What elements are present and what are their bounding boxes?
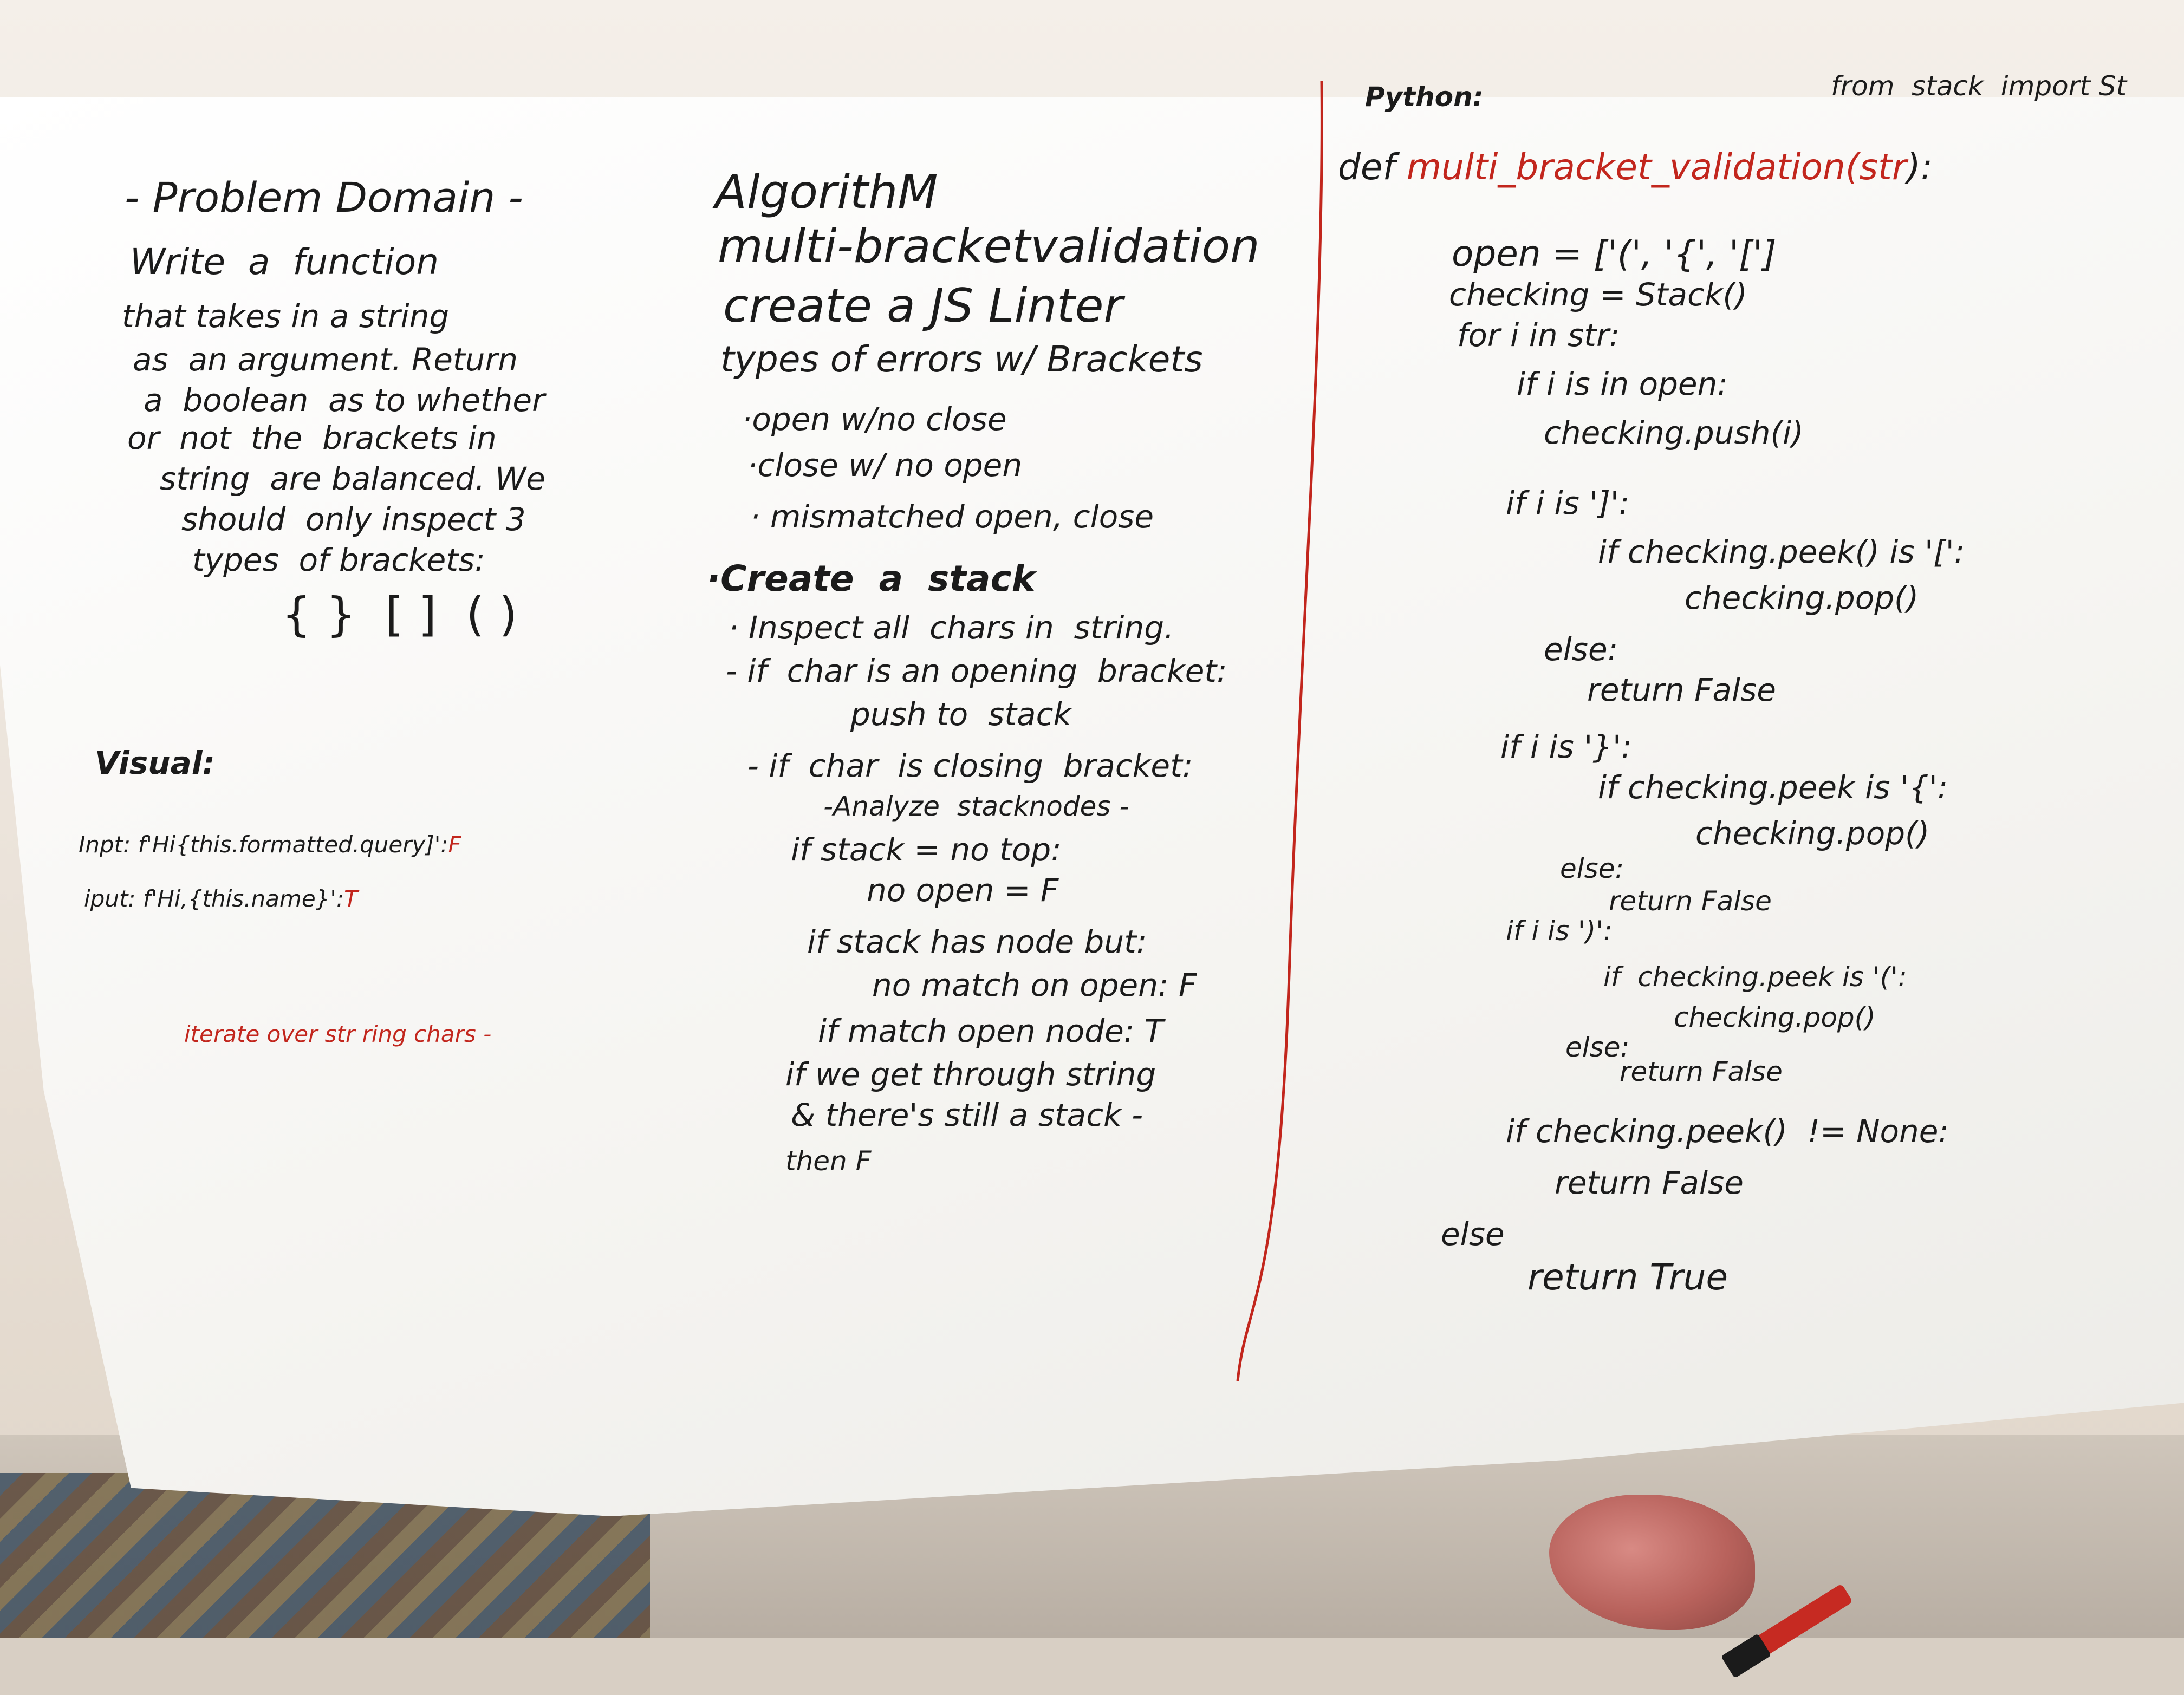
code-line: if i is ']': [1506, 485, 1630, 521]
algo-line: ·close w/ no open [748, 447, 1023, 484]
code-line: if checking.peek() != None: [1506, 1113, 1949, 1150]
code-line: if i is in open: [1517, 366, 1728, 402]
algo-line: no match on open: F [872, 967, 1197, 1003]
algo-line: ·open w/no close [742, 401, 1007, 438]
code-line: if checking.peek() is '[': [1598, 533, 1965, 570]
algo-line: if match open node: T [818, 1013, 1164, 1049]
code-line: open = ['(', '{', '['] [1452, 233, 1777, 275]
code-line: else: [1544, 631, 1618, 668]
input-example-1: Inpt: f'Hi{this.formatted.query]':F [79, 831, 461, 858]
code-line: if checking.peek is '(': [1603, 961, 1907, 993]
algo-line: · Inspect all chars in string. [729, 609, 1174, 646]
algo-line: - if char is closing bracket: [748, 747, 1193, 784]
iterate-note: iterate over str ring chars - [184, 1021, 492, 1047]
code-line: return False [1587, 672, 1776, 708]
algo-line: multi-bracketvalidation [718, 219, 1260, 273]
code-line: else: [1560, 853, 1624, 884]
code-line: checking.pop() [1685, 579, 1919, 616]
python-label: Python: [1365, 81, 1484, 113]
whiteboard [0, 97, 2184, 1516]
problem-line: Write a function [130, 241, 439, 283]
algo-line: AlgorithM [715, 165, 938, 219]
algo-line: · mismatched open, close [750, 498, 1154, 535]
problem-domain-title: - Problem Domain - [125, 173, 523, 221]
problem-line: types of brackets: [192, 542, 485, 578]
algo-line: if stack has node but: [807, 923, 1147, 960]
import-line: from stack import St [1831, 70, 2127, 102]
code-line: return False [1609, 885, 1772, 917]
problem-line: string are balanced. We [160, 460, 545, 497]
code-line: else: [1565, 1032, 1630, 1063]
algo-line: no open = F [867, 872, 1059, 909]
problem-line: should only inspect 3 [181, 501, 526, 538]
input-example-2: iput: f'Hi,{this.name}':T [84, 885, 358, 912]
problem-line: a boolean as to whether [144, 382, 545, 419]
code-line: if i is '}': [1500, 728, 1632, 765]
code-line: checking.pop() [1674, 1002, 1876, 1033]
def-line: def multi_bracket_validation(str): [1338, 146, 1933, 188]
code-line: checking.pop() [1695, 815, 1930, 852]
pink-cloth-eraser [1549, 1495, 1755, 1630]
algo-line: then F [785, 1145, 872, 1177]
algo-line: create a JS Linter [723, 279, 1123, 333]
algo-line: - if char is an opening bracket: [726, 653, 1227, 689]
code-line: else [1441, 1216, 1505, 1253]
code-line: for i in str: [1457, 317, 1620, 354]
problem-line: that takes in a string [122, 298, 450, 335]
algo-line: & there's still a stack - [791, 1097, 1143, 1133]
problem-line: or not the brackets in [127, 420, 497, 457]
algo-line: ·Create a stack [707, 558, 1036, 599]
code-line: if i is ')': [1506, 915, 1613, 947]
code-line: return False [1620, 1056, 1783, 1087]
algo-line: -Analyze stacknodes - [823, 791, 1129, 822]
visual-title: Visual: [95, 745, 215, 781]
problem-line: as an argument. Return [133, 341, 518, 378]
code-line: checking = Stack() [1449, 276, 1747, 313]
bracket-types: { } [ ] ( ) [282, 588, 517, 642]
algo-line: if stack = no top: [791, 831, 1062, 868]
code-line: if checking.peek is '{': [1598, 769, 1948, 806]
algo-line: types of errors w/ Brackets [720, 338, 1203, 380]
algo-line: if we get through string [785, 1056, 1156, 1093]
algo-line: push to stack [850, 696, 1072, 733]
code-line: return False [1555, 1164, 1744, 1201]
code-line: checking.push(i) [1544, 414, 1804, 451]
code-line: return True [1528, 1256, 1728, 1298]
